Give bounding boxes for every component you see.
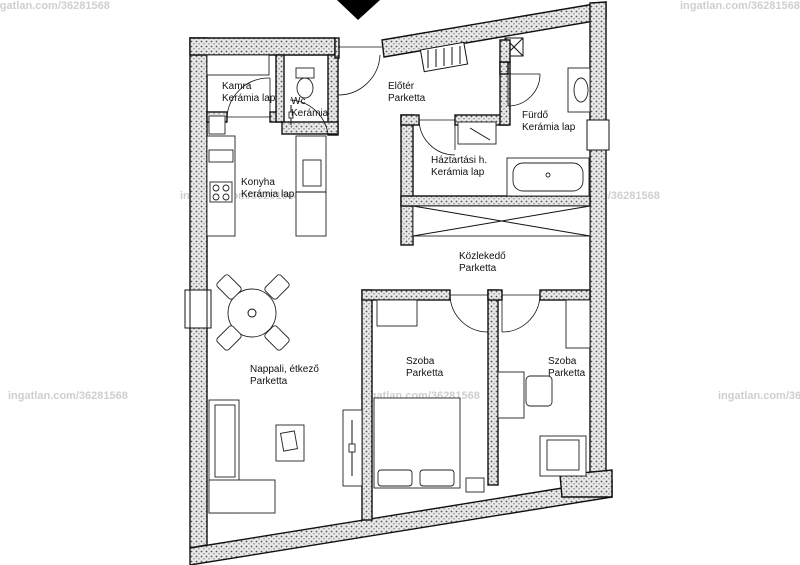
doors (226, 46, 541, 333)
room-eloter-floor: Parketta (388, 93, 426, 104)
room-furdo-floor: Kerámia lap (522, 122, 576, 133)
room-szoba1-floor: Parketta (406, 368, 444, 379)
room-szoba2-floor: Parketta (548, 368, 586, 379)
room-haztartasi-name: Háztartási h. (431, 155, 487, 166)
furniture (206, 54, 591, 514)
room-furdo-name: Fürdő (522, 110, 549, 121)
watermark-text: ingatlan.com/36281568 (718, 390, 800, 402)
room-eloter-name: Előtér (388, 81, 415, 92)
room-szoba1-name: Szoba (406, 356, 435, 367)
room-kozlekedo-floor: Parketta (459, 263, 497, 274)
room-konyha-floor: Kerámia lap (241, 189, 295, 200)
room-labels: Kamra Kerámia lap Wc Kerámia Előtér Park… (222, 81, 586, 387)
watermark-text: ingatlan.com/36281568 (0, 0, 110, 12)
room-kozlekedo-name: Közlekedő (459, 251, 506, 262)
watermark-text: ingatlan.com/36281568 (680, 0, 800, 12)
watermarks: ingatlan.com/36281568 ingatlan.com/36281… (0, 0, 800, 402)
room-konyha-name: Konyha (241, 177, 275, 188)
watermark-text: ingatlan.com/36281568 (8, 390, 128, 402)
room-wc-name: Wc (291, 96, 305, 107)
room-szoba2-name: Szoba (548, 356, 577, 367)
room-nappali-floor: Parketta (250, 376, 288, 387)
room-nappali-name: Nappali, étkező (250, 364, 319, 375)
room-haztartasi-floor: Kerámia lap (431, 167, 485, 178)
north-marker (337, 0, 380, 20)
room-wc-floor: Kerámia (291, 108, 329, 119)
room-kamra-name: Kamra (222, 81, 252, 92)
room-kamra-floor: Kerámia lap (222, 93, 276, 104)
interior-walls (206, 37, 591, 521)
